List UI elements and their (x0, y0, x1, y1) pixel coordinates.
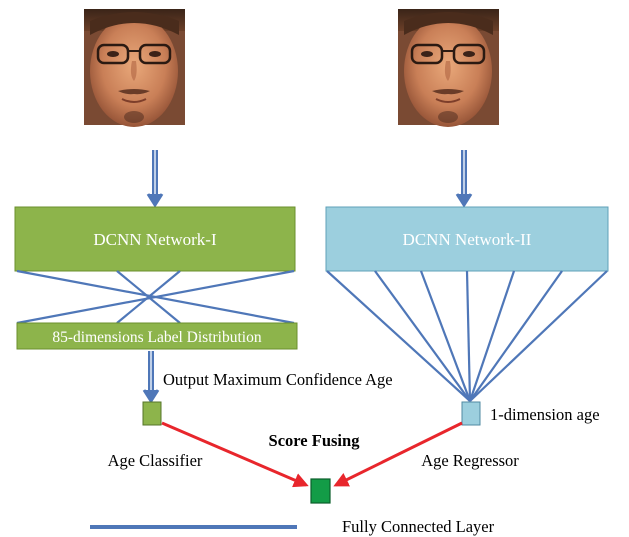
network-left-box (14, 206, 296, 272)
classifier-node (142, 401, 162, 426)
network-right-label: DCNN Network-II (403, 230, 532, 249)
output-caption: Output Maximum Confidence Age (163, 370, 393, 389)
legend-label: Fully Connected Layer (342, 517, 495, 536)
input-arrow-left (146, 150, 164, 208)
regressor-output-label: 1-dimension age (490, 405, 600, 424)
fusion-arrow-left (161, 421, 309, 488)
classifier-arrow (142, 351, 160, 404)
input-face-left-image (82, 7, 187, 129)
fusion-arrow-right (333, 421, 463, 487)
regressor-node (461, 401, 481, 426)
fully-connected-right (326, 270, 608, 402)
input-arrow-right (455, 150, 473, 208)
label-distribution-box (16, 322, 298, 350)
label-distribution-label: 85-dimensions Label Distribution (52, 329, 261, 346)
classifier-label: Age Classifier (108, 451, 203, 470)
score-fusing-label: Score Fusing (269, 431, 361, 450)
fused-node (310, 478, 331, 504)
network-left-label: DCNN Network-I (93, 230, 217, 249)
input-face-right-image (396, 7, 501, 129)
regressor-label: Age Regressor (421, 451, 519, 470)
fully-connected-left (16, 269, 295, 325)
